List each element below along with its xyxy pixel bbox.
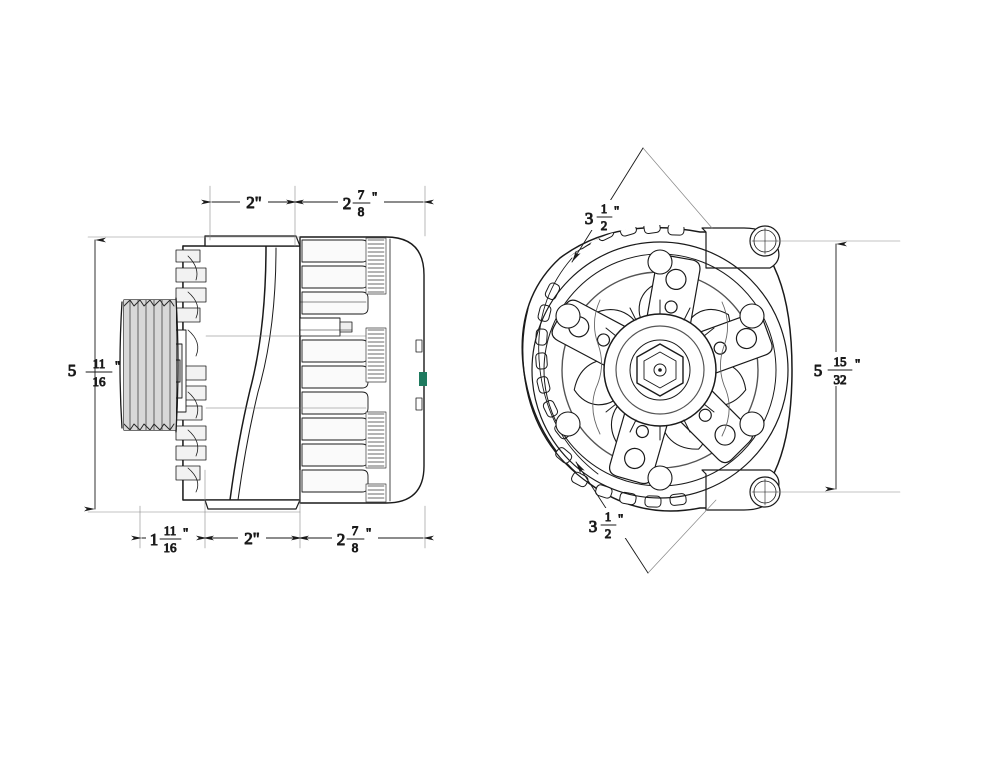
- hex-nut: [636, 343, 684, 397]
- dim-front-height-unit: ": [855, 356, 860, 371]
- dim-front-height-den: 32: [834, 372, 847, 387]
- internal-edges: [205, 335, 367, 409]
- dim-value-denominator: 16: [93, 374, 107, 389]
- dim-front-diag-top: 3 1 2 ": [571, 147, 713, 263]
- dim-bottom-left-whole: 1: [150, 530, 159, 549]
- dim-top-left: 2": [201, 190, 304, 213]
- dim-top-right-whole: 2: [343, 194, 352, 213]
- stator-cooling-fins: [299, 237, 387, 503]
- dimension-annotations: 5 11 16 " 2" 2 7 8 " 1: [67, 147, 901, 574]
- dim-bottom-right-unit: ": [366, 525, 371, 540]
- side-profile-view: [119, 235, 427, 510]
- dim-bottom-mid-label: 2": [244, 529, 259, 548]
- extension-lines: [87, 185, 901, 549]
- dim-side-height: 5 11 16 ": [67, 237, 121, 512]
- dim-top-right: 2 7 8 ": [286, 186, 434, 220]
- front-end-view: [521, 225, 793, 512]
- dim-bottom-left-unit: ": [183, 525, 188, 540]
- dim-bottom-left-den: 16: [164, 540, 178, 555]
- dim-top-right-den: 8: [358, 204, 365, 219]
- mounting-ear-top: [701, 225, 781, 269]
- dim-front-diag-bottom-whole: 3: [589, 517, 598, 536]
- rear-cover-lugs: [415, 339, 423, 411]
- center-hub: [603, 299, 717, 441]
- stator-laminations: [592, 299, 730, 437]
- dim-bottom-right-den: 8: [352, 540, 359, 555]
- dim-front-diag-top-num: 1: [601, 201, 608, 216]
- dim-front-diag-bottom-unit: ": [618, 511, 623, 526]
- hub-slots: [605, 299, 715, 441]
- dim-value-whole: 5: [68, 361, 77, 380]
- dim-bottom-right: 2 7 8 ": [291, 522, 434, 556]
- dim-bottom-right-num: 7: [352, 523, 359, 538]
- dim-top-right-num: 7: [358, 187, 365, 202]
- dim-top-right-unit: ": [372, 189, 377, 204]
- dim-bottom-mid: 2": [196, 526, 309, 549]
- dim-front-diag-top-unit: ": [614, 203, 619, 218]
- dim-front-diag-bottom-den: 2: [605, 526, 612, 541]
- through-bolt-bosses: [555, 249, 765, 491]
- dim-front-diag-bottom-num: 1: [605, 509, 612, 524]
- dim-top-left-label: 2": [246, 193, 261, 212]
- dim-unit-mark: ": [115, 358, 120, 373]
- dim-front-diag-top-whole: 3: [585, 209, 594, 228]
- front-bracket-web: [229, 245, 277, 501]
- dim-side-height-label: 5 11 16 ": [67, 356, 121, 390]
- knurl-bands: [365, 237, 387, 503]
- dim-value-numerator: 11: [93, 356, 106, 371]
- dim-front-height-whole: 5: [814, 361, 823, 380]
- dim-bottom-right-whole: 2: [337, 530, 346, 549]
- dim-bottom-left-num: 11: [164, 523, 177, 538]
- mounting-ear-bottom: [701, 469, 781, 511]
- top-boss: [204, 235, 301, 247]
- terminal-accent-marker: [419, 372, 427, 386]
- dim-front-diag-top-den: 2: [601, 218, 608, 233]
- dim-front-diag-bottom: 3 1 2 ": [575, 461, 717, 574]
- pulley: [119, 297, 179, 433]
- dim-front-height-num: 15: [834, 354, 847, 369]
- dim-bottom-left: 1 11 16 ": [131, 522, 214, 556]
- pulley-grooves: [129, 300, 171, 430]
- dim-front-height: 5 15 32 ": [806, 241, 866, 492]
